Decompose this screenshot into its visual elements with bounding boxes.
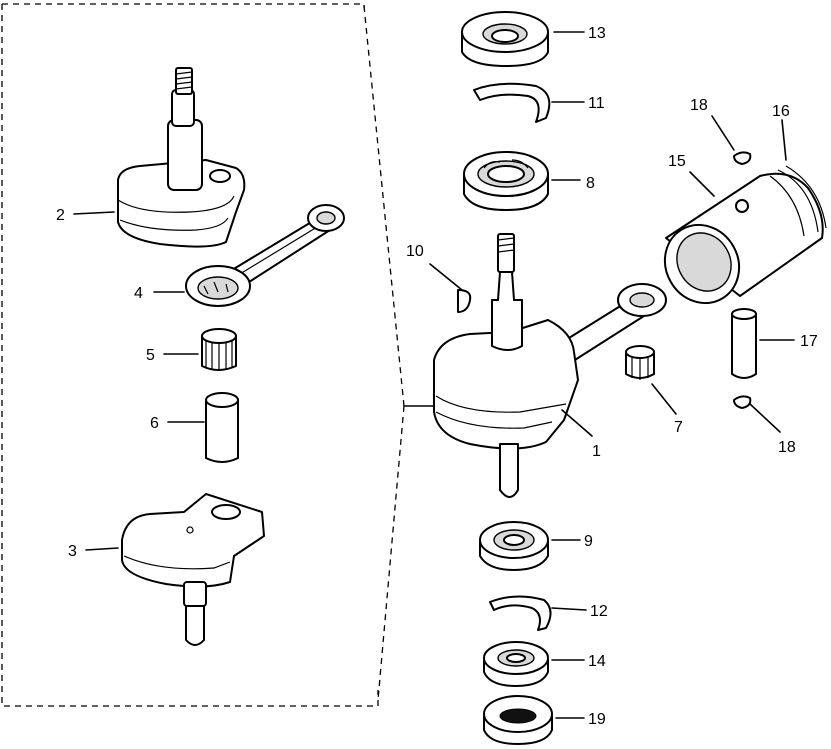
- part-10-woodruff-key: [457, 289, 472, 313]
- callout-19: 19: [588, 711, 606, 728]
- leader-lines: [73, 31, 795, 719]
- callout-10: 10: [406, 243, 424, 260]
- part-6-crank-pin: [205, 392, 239, 463]
- part-13-seal: [461, 11, 549, 67]
- callout-1: 1: [592, 443, 601, 460]
- callout-2: 2: [56, 207, 65, 224]
- part-18-circlip-lower: [733, 395, 752, 409]
- callout-7: 7: [674, 419, 683, 436]
- part-4-connecting-rod: [185, 204, 345, 307]
- callout-17: 17: [800, 333, 818, 350]
- part-8-ball-bearing: [463, 151, 549, 211]
- callout-18-lower: 18: [778, 439, 796, 456]
- part-2-upper-crank-half: [117, 67, 246, 248]
- callout-12: 12: [590, 603, 608, 620]
- part-9-bearing: [479, 521, 549, 571]
- part-19-bearing: [483, 695, 553, 745]
- part-14-seal: [483, 641, 549, 687]
- callout-8: 8: [586, 175, 595, 192]
- callout-9: 9: [584, 533, 593, 550]
- callout-16: 16: [772, 103, 790, 120]
- callout-11: 11: [588, 95, 605, 112]
- callout-5: 5: [146, 347, 155, 364]
- part-16-piston-ring: [777, 165, 827, 233]
- part-1-crankshaft-assembly: [433, 233, 667, 498]
- part-18-circlip-upper: [733, 151, 752, 165]
- part-3-lower-crank-half: [121, 493, 265, 646]
- callout-13: 13: [588, 25, 606, 42]
- callout-4: 4: [134, 285, 143, 302]
- callout-18-upper: 18: [690, 97, 708, 114]
- part-7-needle-bearing: [625, 345, 655, 380]
- callout-14: 14: [588, 653, 606, 670]
- callout-labels: 13 11 8 10 1 7 9 12 14 19 15 18 16 17 18…: [56, 25, 818, 728]
- part-11-retaining-ring: [473, 82, 551, 123]
- callout-6: 6: [150, 415, 159, 432]
- part-17-wrist-pin: [731, 308, 757, 379]
- part-12-retaining-ring: [489, 595, 552, 631]
- callout-15: 15: [668, 153, 686, 170]
- callout-3: 3: [68, 543, 77, 560]
- subassembly-boundary: [1, 3, 437, 707]
- part-15-piston: [663, 172, 824, 305]
- part-5-needle-bearing: [201, 328, 237, 371]
